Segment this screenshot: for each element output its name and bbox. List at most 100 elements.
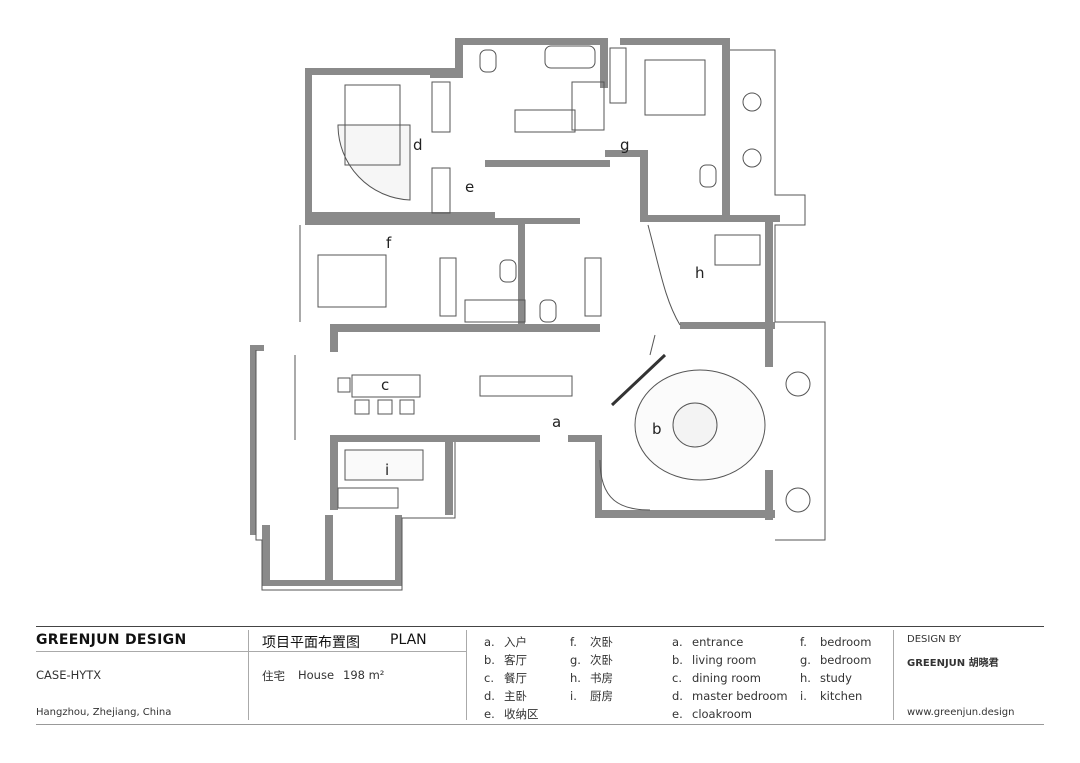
legend-item: f.次卧 <box>570 633 613 651</box>
wall <box>330 435 338 510</box>
wall <box>455 38 605 45</box>
company-name: GREENJUN DESIGN <box>36 632 187 648</box>
closet <box>584 257 602 317</box>
case-id: CASE-HYTX <box>36 668 102 682</box>
wall <box>250 345 264 351</box>
room-label-b: b <box>652 420 662 438</box>
wall <box>445 435 453 515</box>
designer-name: GREENJUN 胡晓君 <box>907 658 999 669</box>
wall <box>330 324 600 332</box>
legend-item: d. master bedroom <box>672 687 788 705</box>
legend-item: e. cloakroom <box>672 705 788 723</box>
legend-key: d. <box>484 689 495 703</box>
wall <box>765 218 773 323</box>
balcony-plant <box>785 487 811 513</box>
legend-item: e.收纳区 <box>484 705 539 723</box>
vanity <box>464 299 526 323</box>
legend-label: 次卧 <box>590 653 613 667</box>
tv-unit <box>610 353 667 407</box>
wall <box>430 72 455 78</box>
outer-outline <box>255 350 456 591</box>
wall <box>595 510 775 518</box>
legend-item: d. 主卧 <box>484 687 539 705</box>
wall <box>305 218 525 225</box>
legend-item: b. 客厅 <box>484 651 539 669</box>
wall <box>520 218 580 224</box>
legend-label: cloakroom <box>692 707 753 721</box>
wall <box>485 160 610 167</box>
legend-key: f. <box>570 635 577 649</box>
legend-item: a.入户 <box>484 633 539 651</box>
wall <box>765 322 773 367</box>
rug <box>337 124 411 201</box>
toilet <box>499 259 517 283</box>
kitchen-island <box>344 449 424 481</box>
divider-3 <box>893 630 894 720</box>
wall <box>680 322 775 329</box>
wall <box>620 38 730 45</box>
room-label-d: d <box>413 136 423 154</box>
dining-table <box>351 374 421 398</box>
legend-key: h. <box>570 671 581 685</box>
wall <box>600 38 608 88</box>
legend-key: d. <box>672 689 683 703</box>
room-label-f: f <box>386 234 392 252</box>
legend-key: f. <box>800 635 807 649</box>
legend-key: h. <box>800 671 811 685</box>
website-link[interactable]: www.greenjun.design <box>907 707 1015 718</box>
legend-item: h.study <box>800 669 871 687</box>
legend-key: a. <box>672 635 683 649</box>
divider-1 <box>248 630 249 720</box>
legend-key: b. <box>672 653 683 667</box>
chair <box>337 377 351 393</box>
chair <box>399 399 415 415</box>
kitchen-counter <box>337 487 399 509</box>
legend-label: 厨房 <box>590 689 613 703</box>
legend-cn-col-1: a.入户 b. 客厅 c.餐厅 d. 主卧 e.收纳区 <box>484 633 539 723</box>
legend-label: 收纳区 <box>504 707 539 721</box>
legend-key: g. <box>800 653 811 667</box>
wall <box>605 150 645 157</box>
chair <box>377 399 393 415</box>
toilet <box>539 299 557 323</box>
legend-label: master bedroom <box>692 689 788 703</box>
wall <box>330 324 338 352</box>
bed <box>644 59 706 116</box>
legend-label: 主卧 <box>504 689 527 703</box>
wall <box>305 212 495 219</box>
wall <box>305 68 312 218</box>
wall <box>445 435 540 442</box>
wall <box>325 515 333 585</box>
legend-key: e. <box>672 707 683 721</box>
legend-key: g. <box>570 653 581 667</box>
project-type-cn: 住宅 <box>262 669 285 683</box>
legend-label: entrance <box>692 635 744 649</box>
legend-label: 餐厅 <box>504 671 527 685</box>
console <box>479 375 573 397</box>
bed <box>344 84 401 166</box>
balcony-plant <box>785 371 811 397</box>
legend-label: 客厅 <box>504 653 527 667</box>
wall <box>330 435 450 442</box>
legend-key: b. <box>484 653 495 667</box>
bed <box>317 254 387 308</box>
bottom-rule <box>36 724 1044 725</box>
legend-item: c.餐厅 <box>484 669 539 687</box>
room-label-h: h <box>695 264 705 282</box>
left-subrule <box>36 651 248 652</box>
balcony-chair <box>742 148 762 168</box>
legend-label: 入户 <box>504 635 527 649</box>
closet <box>439 257 457 317</box>
legend-label: bedroom <box>820 635 872 649</box>
legend-label: living room <box>692 653 757 667</box>
wall <box>640 215 780 222</box>
wall <box>305 68 455 75</box>
project-area: 198 m² <box>343 668 385 682</box>
wall <box>250 345 256 535</box>
legend-key: i. <box>800 689 807 703</box>
legend-item: b. living room <box>672 651 788 669</box>
closet <box>609 47 627 104</box>
legend-item: f. bedroom <box>800 633 871 651</box>
legend-item: i.厨房 <box>570 687 613 705</box>
